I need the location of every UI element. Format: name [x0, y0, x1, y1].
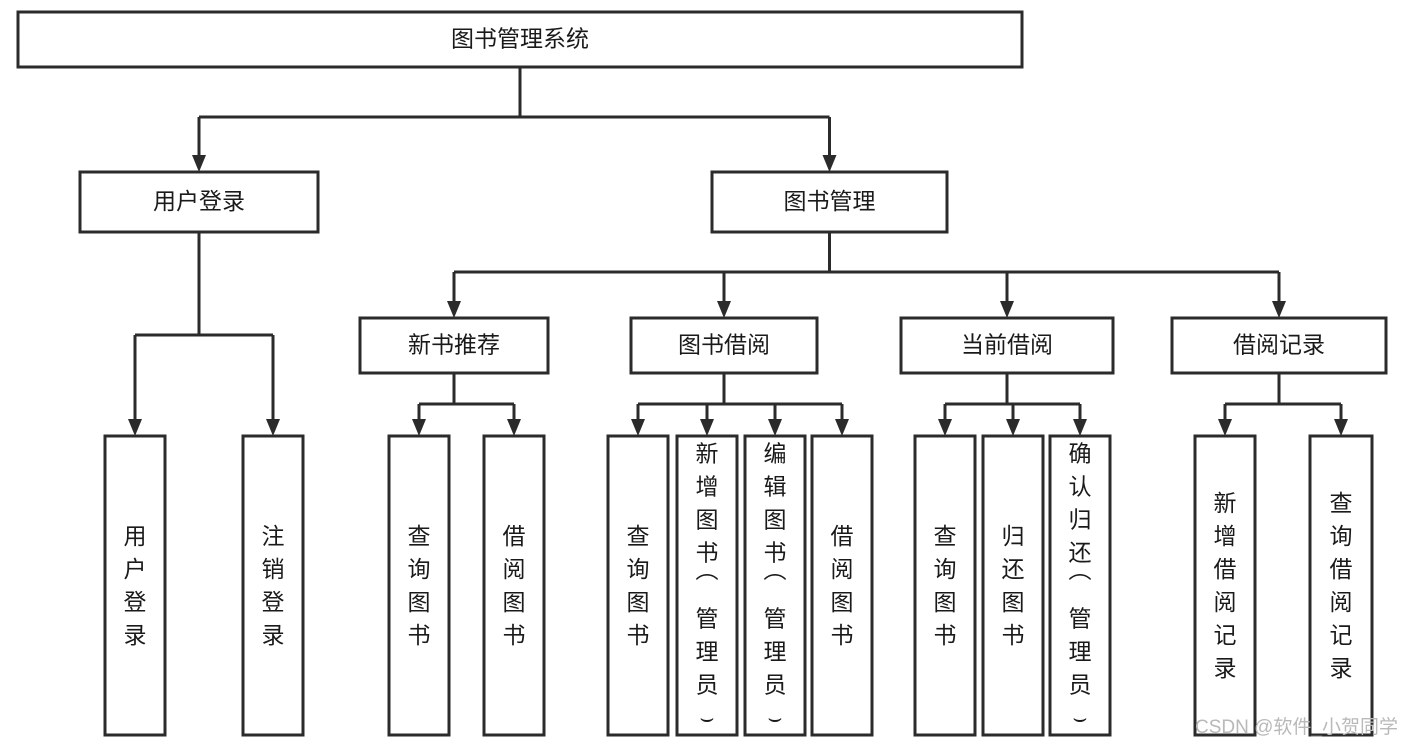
node-box[interactable]	[710, 170, 949, 234]
leaf-label: 编辑图书⌒管理员⌣	[764, 441, 787, 731]
node-box[interactable]	[16, 10, 1024, 69]
connector-layer	[128, 67, 1348, 436]
leaf-label: 新增借阅记录	[1214, 490, 1237, 681]
node-box[interactable]	[103, 434, 167, 737]
leaf-label: 借阅图书	[503, 523, 526, 648]
leaf-label: 查询借阅记录	[1330, 490, 1353, 681]
node-box[interactable]	[899, 316, 1115, 375]
node-leaf-add-book[interactable]: 新增图书⌒管理员⌣	[675, 434, 739, 737]
arrow-head	[447, 301, 461, 318]
arrow-head	[717, 301, 731, 318]
node-leaf-query-book-borrow[interactable]: 查询图书	[606, 434, 670, 737]
node-label: 图书管理系统	[451, 26, 589, 52]
node-label: 借阅记录	[1233, 332, 1325, 358]
node-box[interactable]	[1193, 434, 1257, 737]
arrow-head	[1006, 419, 1020, 436]
node-box[interactable]	[78, 170, 320, 234]
node-leaf-add-record[interactable]: 新增借阅记录	[1193, 434, 1257, 737]
node-user-login[interactable]: 用户登录	[78, 170, 320, 234]
leaf-label: 确认归还⌒管理员⌣	[1069, 441, 1092, 731]
leaf-label: 用户登录	[124, 523, 147, 648]
node-box[interactable]	[606, 434, 670, 737]
arrow-head	[192, 155, 206, 172]
node-leaf-query-record[interactable]: 查询借阅记录	[1308, 434, 1374, 737]
node-box[interactable]	[1048, 434, 1112, 737]
csdn-watermark: CSDN @软件_小贺同学	[1195, 716, 1398, 738]
leaf-label: 新增图书⌒管理员⌣	[696, 441, 719, 731]
arrow-head	[938, 419, 952, 436]
node-label: 图书借阅	[678, 332, 770, 358]
leaf-label: 查询图书	[627, 523, 650, 648]
arrow-head	[835, 419, 849, 436]
node-leaf-user-login[interactable]: 用户登录	[103, 434, 167, 737]
arrow-head	[1000, 301, 1014, 318]
arrow-head	[1218, 419, 1232, 436]
node-box[interactable]	[482, 434, 546, 737]
node-leaf-edit-book[interactable]: 编辑图书⌒管理员⌣	[743, 434, 807, 737]
arrow-head	[768, 419, 782, 436]
node-box[interactable]	[743, 434, 807, 737]
node-box[interactable]	[1170, 316, 1388, 375]
arrow-head	[822, 155, 837, 172]
node-leaf-return-book[interactable]: 归还图书	[981, 434, 1045, 737]
leaf-label: 归还图书	[1002, 523, 1025, 648]
arrow-head	[507, 419, 521, 436]
node-box[interactable]	[629, 316, 819, 375]
node-label: 当前借阅	[961, 332, 1053, 358]
arrow-head	[1272, 301, 1286, 318]
node-book-manage[interactable]: 图书管理	[710, 170, 949, 234]
leaf-label: 借阅图书	[831, 523, 854, 648]
node-box[interactable]	[387, 434, 451, 737]
node-box[interactable]	[241, 434, 305, 737]
node-label: 用户登录	[153, 188, 245, 214]
node-box[interactable]	[675, 434, 739, 737]
node-leaf-logout[interactable]: 注销登录	[241, 434, 305, 737]
node-leaf-borrow-book[interactable]: 借阅图书	[810, 434, 874, 737]
node-leaf-confirm-return[interactable]: 确认归还⌒管理员⌣	[1048, 434, 1112, 737]
arrow-head	[412, 419, 426, 436]
node-box[interactable]	[810, 434, 874, 737]
arrow-head	[128, 419, 142, 436]
node-box[interactable]	[981, 434, 1045, 737]
node-layer: 图书管理系统用户登录图书管理新书推荐图书借阅当前借阅借阅记录用户登录注销登录查询…	[16, 10, 1388, 737]
leaf-label: 查询图书	[934, 523, 957, 648]
node-borrow-record[interactable]: 借阅记录	[1170, 316, 1388, 375]
node-new-book-rec[interactable]: 新书推荐	[358, 316, 550, 375]
arrow-head	[1073, 419, 1087, 436]
arrow-head	[1334, 419, 1348, 436]
node-root[interactable]: 图书管理系统	[16, 10, 1024, 69]
leaf-label: 查询图书	[408, 523, 431, 648]
node-current-borrow[interactable]: 当前借阅	[899, 316, 1115, 375]
arrow-head	[631, 419, 645, 436]
node-box[interactable]	[358, 316, 550, 375]
node-label: 图书管理	[784, 188, 876, 214]
arrow-head	[700, 419, 714, 436]
arrow-head	[266, 419, 280, 436]
node-book-borrow[interactable]: 图书借阅	[629, 316, 819, 375]
node-box[interactable]	[913, 434, 977, 737]
node-box[interactable]	[1308, 434, 1374, 737]
leaf-label: 注销登录	[262, 523, 285, 648]
node-label: 新书推荐	[408, 332, 500, 358]
node-leaf-query-book-cur[interactable]: 查询图书	[913, 434, 977, 737]
node-leaf-borrow-book-rec[interactable]: 借阅图书	[482, 434, 546, 737]
node-leaf-query-book-rec[interactable]: 查询图书	[387, 434, 451, 737]
